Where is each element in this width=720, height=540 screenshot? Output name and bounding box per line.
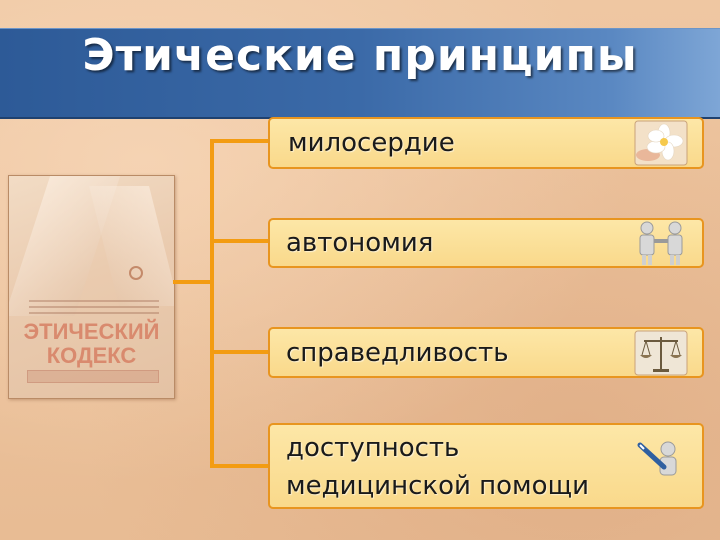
book-title-line1: ЭТИЧЕСКИЙ [23,319,160,344]
principle-label: милосердие [288,128,455,158]
principle-label-line1: доступность [286,433,460,463]
scales-icon [634,330,688,375]
principle-box-accessibility: доступность медицинской помощи [268,423,704,509]
principle-label-line2: медицинской помощи [286,471,589,501]
principle-box-autonomy: автономия [268,218,704,268]
book-small-print [29,300,159,318]
book-title-line2: КОДЕКС [46,343,137,368]
slide-title: Этические принципы [82,30,638,81]
pen-figure-icon [637,441,677,476]
handshake-icon [639,221,683,265]
principle-label: справедливость [286,338,509,368]
title-bar [0,28,720,119]
principle-box-mercy: милосердие [268,117,704,169]
book-subtitle-band [27,370,159,383]
principle-label: автономия [286,228,434,258]
principle-box-justice: справедливость [268,327,704,378]
flower-icon [634,120,688,166]
ethics-code-book-cover: ЭТИЧЕСКИЙ КОДЕКС [8,175,175,399]
coat-button-icon [129,266,143,280]
